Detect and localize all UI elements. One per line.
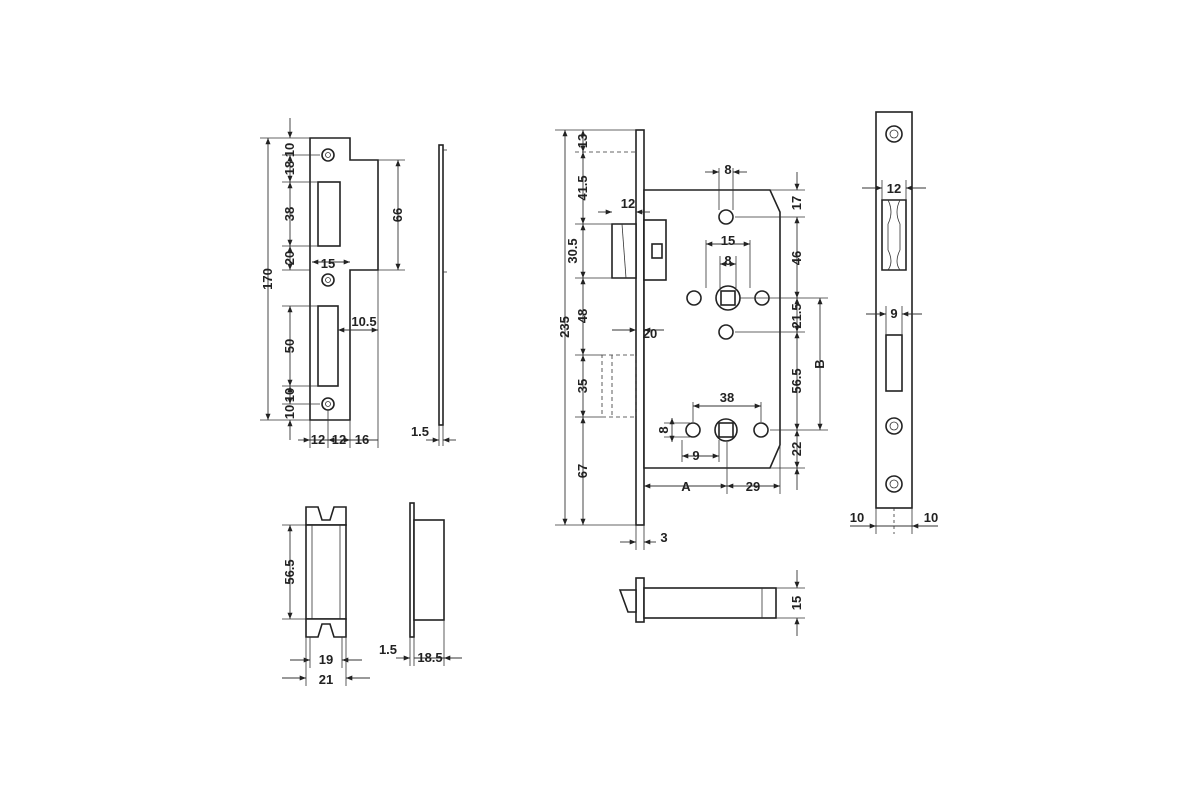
dim-12-b: 12 [332,432,346,447]
lock-body-dimensions [555,129,828,550]
dim-21: 21 [319,672,333,687]
dim-30-5: 30.5 [565,238,580,263]
dim-15: 15 [321,256,335,271]
dim-20-body: 20 [643,326,657,341]
dim-1-5-plate: 1.5 [411,424,429,439]
dim-8-top: 8 [724,162,731,177]
dim-12-latch: 12 [621,196,635,211]
dim-8-left: 8 [656,426,671,433]
dim-15-bolt: 15 [789,596,804,610]
dim-13: 13 [575,134,590,148]
dim-56-5-box: 56.5 [282,559,297,584]
dim-66: 66 [390,208,405,222]
dim-29: 29 [746,479,760,494]
dim-67: 67 [575,464,590,478]
dim-10-right: 10 [924,510,938,525]
dim-170: 170 [260,268,275,290]
dim-12-a: 12 [311,432,325,447]
dim-10-top: 10 [282,143,297,157]
dim-B: B [812,359,827,368]
dim-8-mid: 8 [724,253,731,268]
screw-hole-top [321,148,335,162]
dim-18: 18 [282,161,297,175]
dim-22: 22 [789,442,804,456]
dim-50: 50 [282,339,297,353]
dim-20: 20 [282,251,297,265]
strike-plate-labels: 10 18 38 20 50 10 10 170 66 15 10.5 12 1… [260,143,405,447]
latch-bolt-view: 15 [618,570,805,636]
dim-38-body: 38 [720,390,734,405]
dim-16: 16 [355,432,369,447]
dim-48: 48 [575,309,590,323]
dim-15-follower: 15 [721,233,735,248]
strike-box-side-view: 1.5 18.5 [379,502,462,666]
latch-slot [317,181,341,247]
dim-10-bottom: 10 [282,405,297,419]
strike-plate-dimensions [260,118,405,448]
dim-46: 46 [789,251,804,265]
dim-12-forend: 12 [887,181,901,196]
strike-plate-front-view [309,137,379,421]
dim-A: A [681,479,691,494]
dim-1-5-box: 1.5 [379,642,397,657]
screw-hole-middle [321,273,335,287]
dim-10-5: 10.5 [351,314,376,329]
forend-plate-view: 12 9 10 10 [850,111,938,534]
screw-hole-bottom [321,397,335,411]
dim-235: 235 [557,316,572,338]
dim-19: 19 [319,652,333,667]
dim-17: 17 [789,196,804,210]
dim-10-left: 10 [850,510,864,525]
bolt-slot [317,305,339,387]
dim-21-5: 21.5 [789,303,804,328]
dim-18-5: 18.5 [417,650,442,665]
dim-38: 38 [282,207,297,221]
dim-9-body: 9 [692,448,699,463]
dim-56-5-body: 56.5 [789,368,804,393]
strike-box-front-view: 56.5 19 21 [282,506,370,687]
dim-41-5: 41.5 [575,175,590,200]
strike-plate-side-view: 1.5 [411,144,456,446]
dim-9-forend: 9 [890,306,897,321]
dim-35: 35 [575,379,590,393]
lock-body-view [601,129,781,526]
dim-10-low: 10 [282,388,297,402]
dim-3: 3 [660,530,667,545]
lock-body-labels: 235 13 41.5 30.5 48 35 67 12 20 3 8 15 8… [557,134,827,545]
